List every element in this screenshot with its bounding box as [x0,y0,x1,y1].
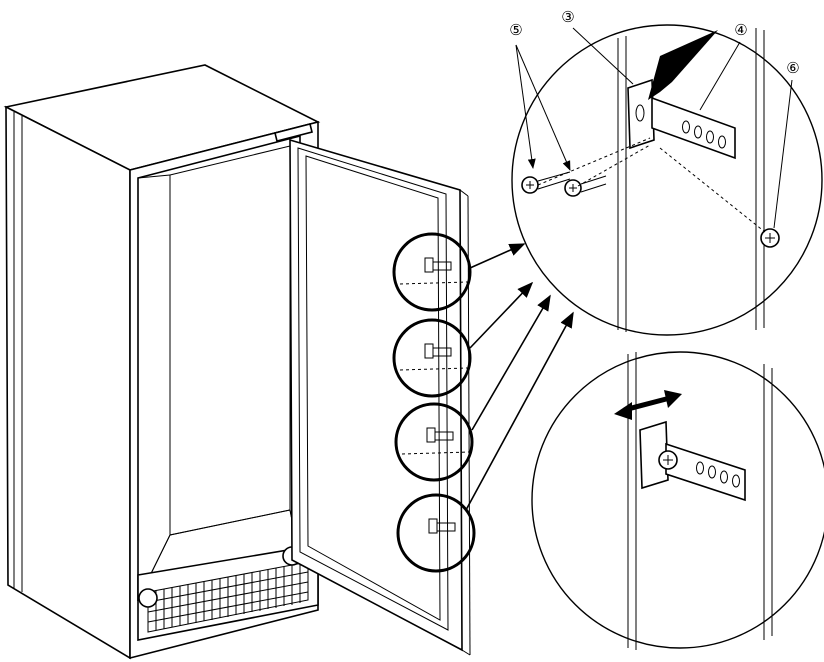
adjust-double-arrow [614,390,682,420]
leader-arrows [465,243,574,511]
callout-6: ⑥ [786,59,799,77]
screw-6 [760,228,780,248]
zoom-detail-bottom [531,351,824,650]
push-arrow [648,30,718,100]
screws-5 [521,171,607,197]
hinge-circle-2 [392,318,472,398]
callout-3: ③ [561,8,574,26]
hinge-circle-3 [394,402,474,482]
ventilation-grille [147,561,309,633]
slotted-bar-4 [651,96,736,160]
callout-4: ④ [734,21,747,39]
leveling-foot-left [138,588,158,608]
zoom-detail-top [511,24,823,336]
cabinet [3,64,321,660]
callout-5: ⑤ [509,21,522,39]
hinge-circle-4 [396,493,476,573]
open-door [289,138,471,656]
hinge-bracket-3 [627,78,655,150]
hinge-circle-1 [392,232,472,312]
door-hinge-circles [392,232,476,573]
